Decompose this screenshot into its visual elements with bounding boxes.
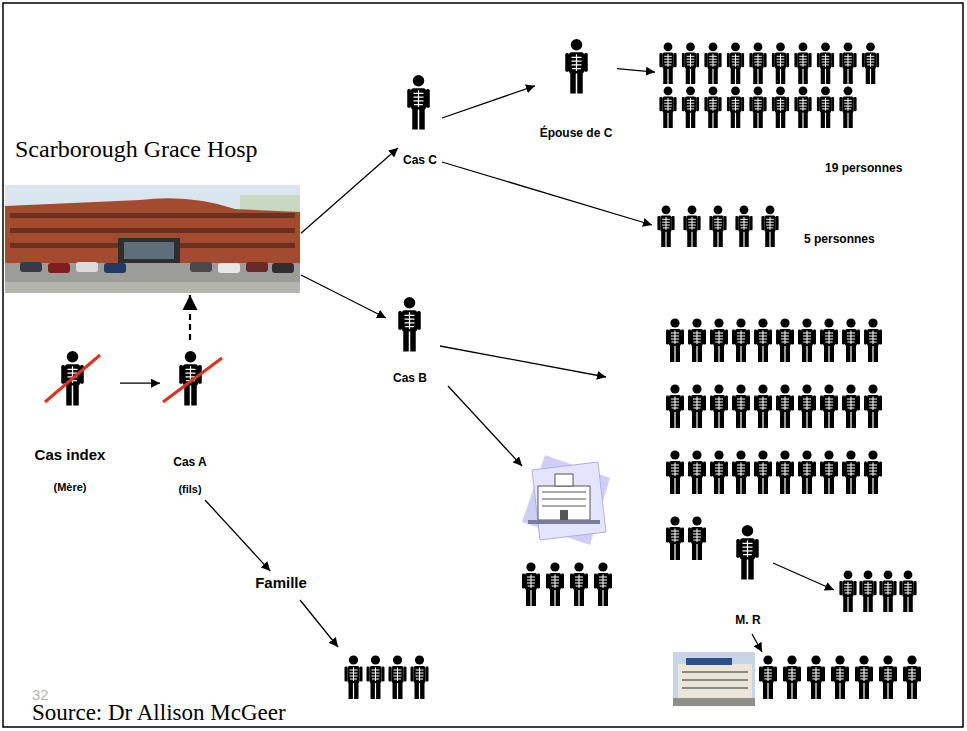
transmission-arrow <box>301 275 386 318</box>
case-node: Cas index (Mère) <box>20 340 120 500</box>
person-group <box>345 655 429 699</box>
case-node: M. R <box>726 515 770 630</box>
hospital-photo <box>5 185 300 293</box>
transmission-arrow <box>442 86 535 118</box>
deceased-mark <box>45 355 222 402</box>
transmission-arrow <box>120 383 160 384</box>
person-group <box>657 205 778 247</box>
person-group <box>759 655 921 699</box>
node-label: 19 personnes <box>825 161 902 175</box>
person-group <box>522 562 612 606</box>
transmission-arrow <box>300 346 834 652</box>
hospital-node: Scarborough Grace Hosp <box>5 128 301 295</box>
hospital-icon <box>515 452 612 548</box>
node-label: Famille <box>255 574 307 591</box>
person-group <box>839 570 916 612</box>
transmission-arrow <box>205 500 270 571</box>
node-sublabel: (Mère) <box>53 481 86 493</box>
case-node: Cas B <box>386 290 434 390</box>
node-label: Cas B <box>393 371 427 385</box>
node-label: Cas index <box>35 446 106 463</box>
case-node: Épouse de C <box>535 34 617 142</box>
person-group <box>666 318 882 560</box>
node-label: M. R <box>735 613 760 627</box>
node-label: Scarborough Grace Hosp <box>15 136 258 163</box>
case-node: Cas C <box>398 70 442 170</box>
group-node: 19 personnes <box>655 38 940 180</box>
node-label: Épouse de C <box>540 126 613 140</box>
hospital-photo <box>673 652 755 706</box>
group-label-node: Famille <box>245 571 317 595</box>
transmission-arrow <box>189 295 191 340</box>
case-figures <box>61 39 759 580</box>
transmission-arrow <box>617 69 655 73</box>
node-label: Cas A <box>173 455 207 469</box>
case-node: Cas A (fils) <box>160 340 220 500</box>
person-group <box>659 42 879 128</box>
transmission-arrow <box>442 162 652 225</box>
slide-frame <box>3 3 963 727</box>
node-label: 5 personnes <box>804 232 875 246</box>
group-node: 5 personnes <box>652 200 914 252</box>
node-sublabel: (fils) <box>178 483 201 495</box>
transmission-arrow <box>301 148 398 233</box>
source-note: Source: Dr Allison McGeer <box>32 700 286 726</box>
node-label: Cas C <box>403 153 437 167</box>
